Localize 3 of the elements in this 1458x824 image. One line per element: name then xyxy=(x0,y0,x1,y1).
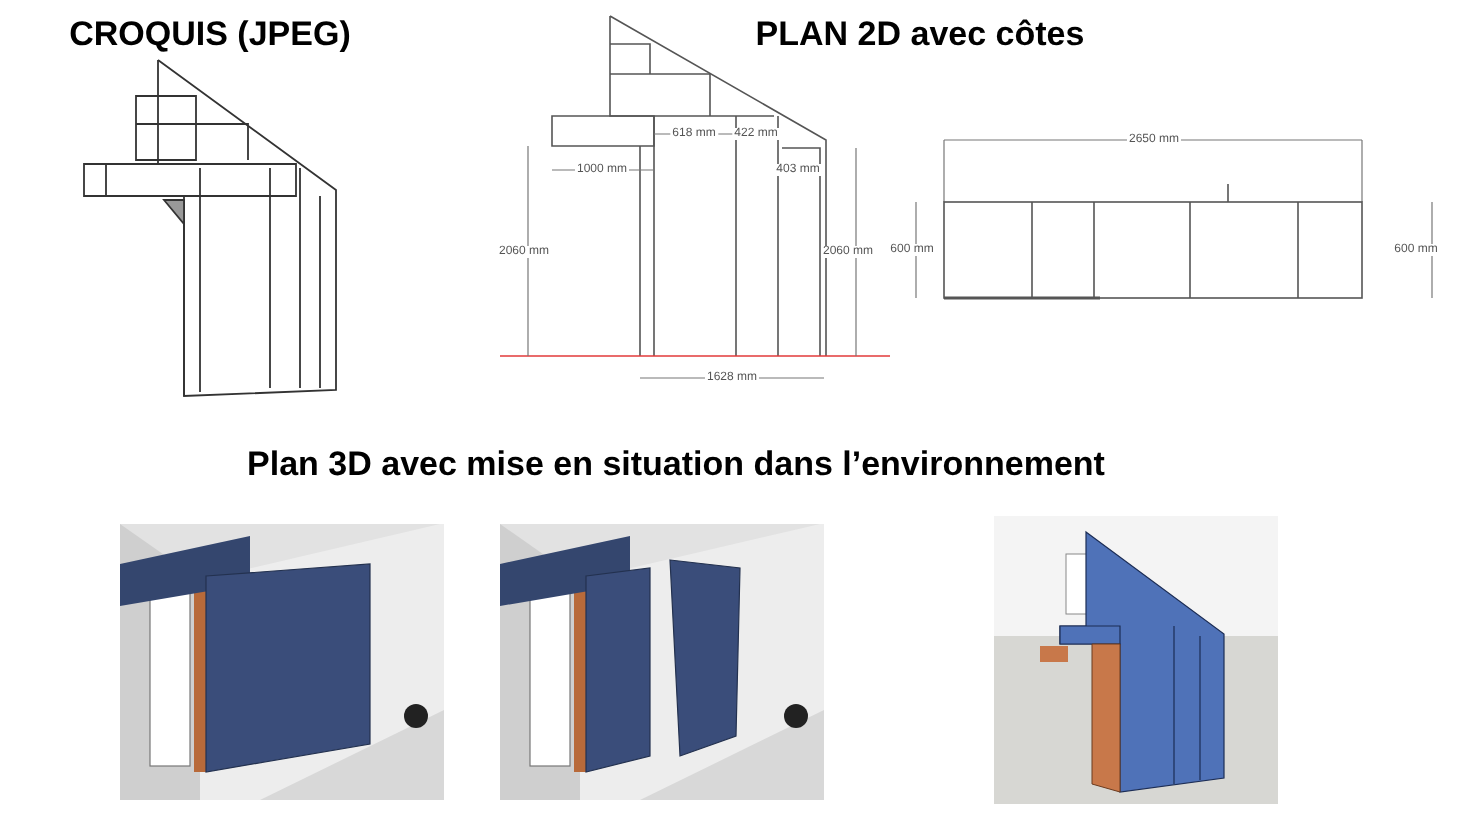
heading: Plan 3D avec mise en situation dans l’environnement xyxy=(247,442,1105,487)
heading: CROQUIS (JPEG) xyxy=(69,12,351,57)
heading: PLAN 2D avec côtes xyxy=(755,12,1085,57)
